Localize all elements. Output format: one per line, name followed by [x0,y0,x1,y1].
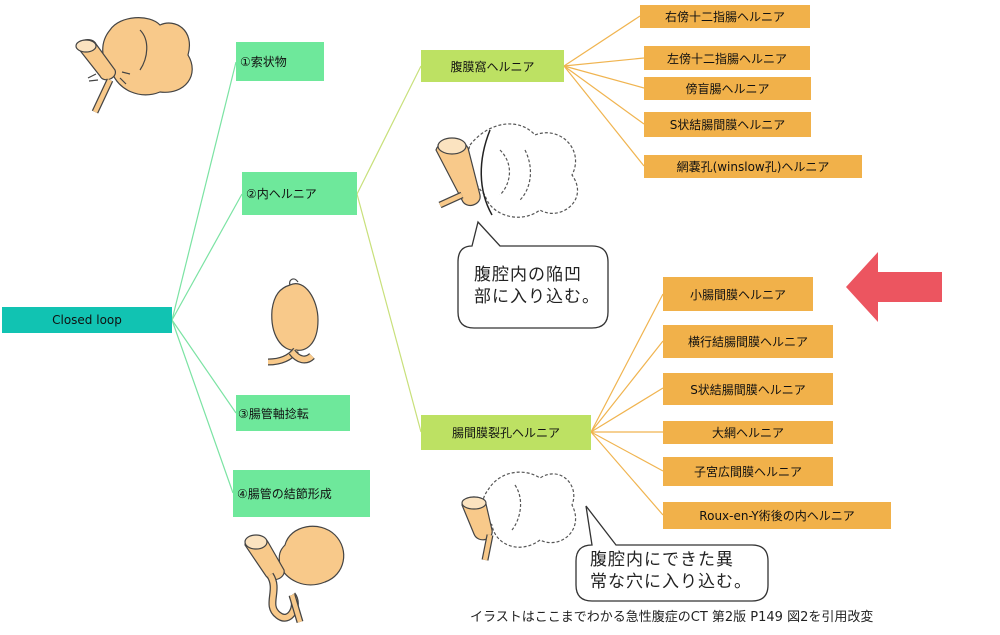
callout-defect-line1: 腹腔内にできた異 [590,550,734,570]
bowel-knot-illustration [244,525,345,623]
leaf-label: S状結腸間膜ヘルニア [690,382,806,397]
callout-recess-line1: 腹腔内の陥凹 [474,265,582,285]
node-internal-hernia: ②内ヘルニア [242,172,357,215]
leaf-label: S状結腸間膜ヘルニア [669,118,786,132]
node-knot-label: ④腸管の結節形成 [237,487,332,501]
bowel-band-illustration [75,17,193,114]
node-mesenteric-defect-label: 腸間膜裂孔ヘルニア [451,426,560,440]
node-mesenteric-defect: 腸間膜裂孔ヘルニア [421,415,591,450]
leaf-label: 大網ヘルニア [711,426,784,440]
node-paraperitoneal: 腹膜窩ヘルニア [421,50,564,82]
leaf-label: Roux-en-Y術後の内ヘルニア [699,509,855,523]
leaf-omental: 大網ヘルニア [663,421,833,444]
callout-recess-line2: 部に入り込む。 [474,287,600,307]
leaf-label: 左傍十二指腸ヘルニア [666,51,787,66]
root-node: Closed loop [2,307,172,333]
callout-bubbles [457,220,769,602]
node-knot: ④腸管の結節形成 [233,470,370,517]
leaf-winslow: 網嚢孔(winslow孔)ヘルニア [644,155,862,178]
leaf-transverse-mesocolon: 横行結腸間膜ヘルニア [663,325,833,358]
leaf-pericecal: 傍盲腸ヘルニア [644,77,811,100]
leaf-label: 網嚢孔(winslow孔)ヘルニア [676,160,830,174]
node-volvulus: ③腸管軸捻転 [236,395,350,431]
leaf-label: 傍盲腸ヘルニア [685,82,770,96]
leaf-label: 子宮広間膜ヘルニア [693,465,802,479]
bowel-defect-illustration [461,471,577,561]
leaf-left-paraduodenal: 左傍十二指腸ヘルニア [644,46,810,70]
bowel-volvulus-illustration [267,278,319,366]
node-band-label: ①索状物 [240,55,287,69]
callout-defect: 腹腔内にできた異 常な穴に入り込む。 [590,549,752,593]
node-band: ①索状物 [236,42,324,81]
callout-defect-line2: 常な穴に入り込む。 [590,572,752,592]
leaf-roux-en-y: Roux-en-Y術後の内ヘルニア [663,502,891,529]
leaf-sigmoid-mesocolon-b: S状結腸間膜ヘルニア [663,373,833,405]
bowel-recess-illustration [435,123,579,218]
source-credit: イラストはここまでわかる急性腹症のCT 第2版 P149 図2を引用改変 [470,610,874,625]
root-label: Closed loop [52,313,122,327]
leaf-label: 右傍十二指腸ヘルニア [664,10,785,24]
node-volvulus-label: ③腸管軸捻転 [238,406,309,421]
leaf-small-mesentery: 小腸間膜ヘルニア [663,277,813,311]
leaf-label: 横行結腸間膜ヘルニア [687,335,808,349]
leaf-sigmoid-mesocolon-a: S状結腸間膜ヘルニア [644,112,811,137]
leaf-broad-ligament: 子宮広間膜ヘルニア [663,457,833,486]
node-paraperitoneal-label: 腹膜窩ヘルニア [450,59,535,74]
leaf-label: 小腸間膜ヘルニア [689,287,786,302]
node-internal-hernia-label: ②内ヘルニア [246,187,317,201]
callout-recess: 腹腔内の陥凹 部に入り込む。 [474,264,600,308]
leaf-right-paraduodenal: 右傍十二指腸ヘルニア [640,5,810,28]
